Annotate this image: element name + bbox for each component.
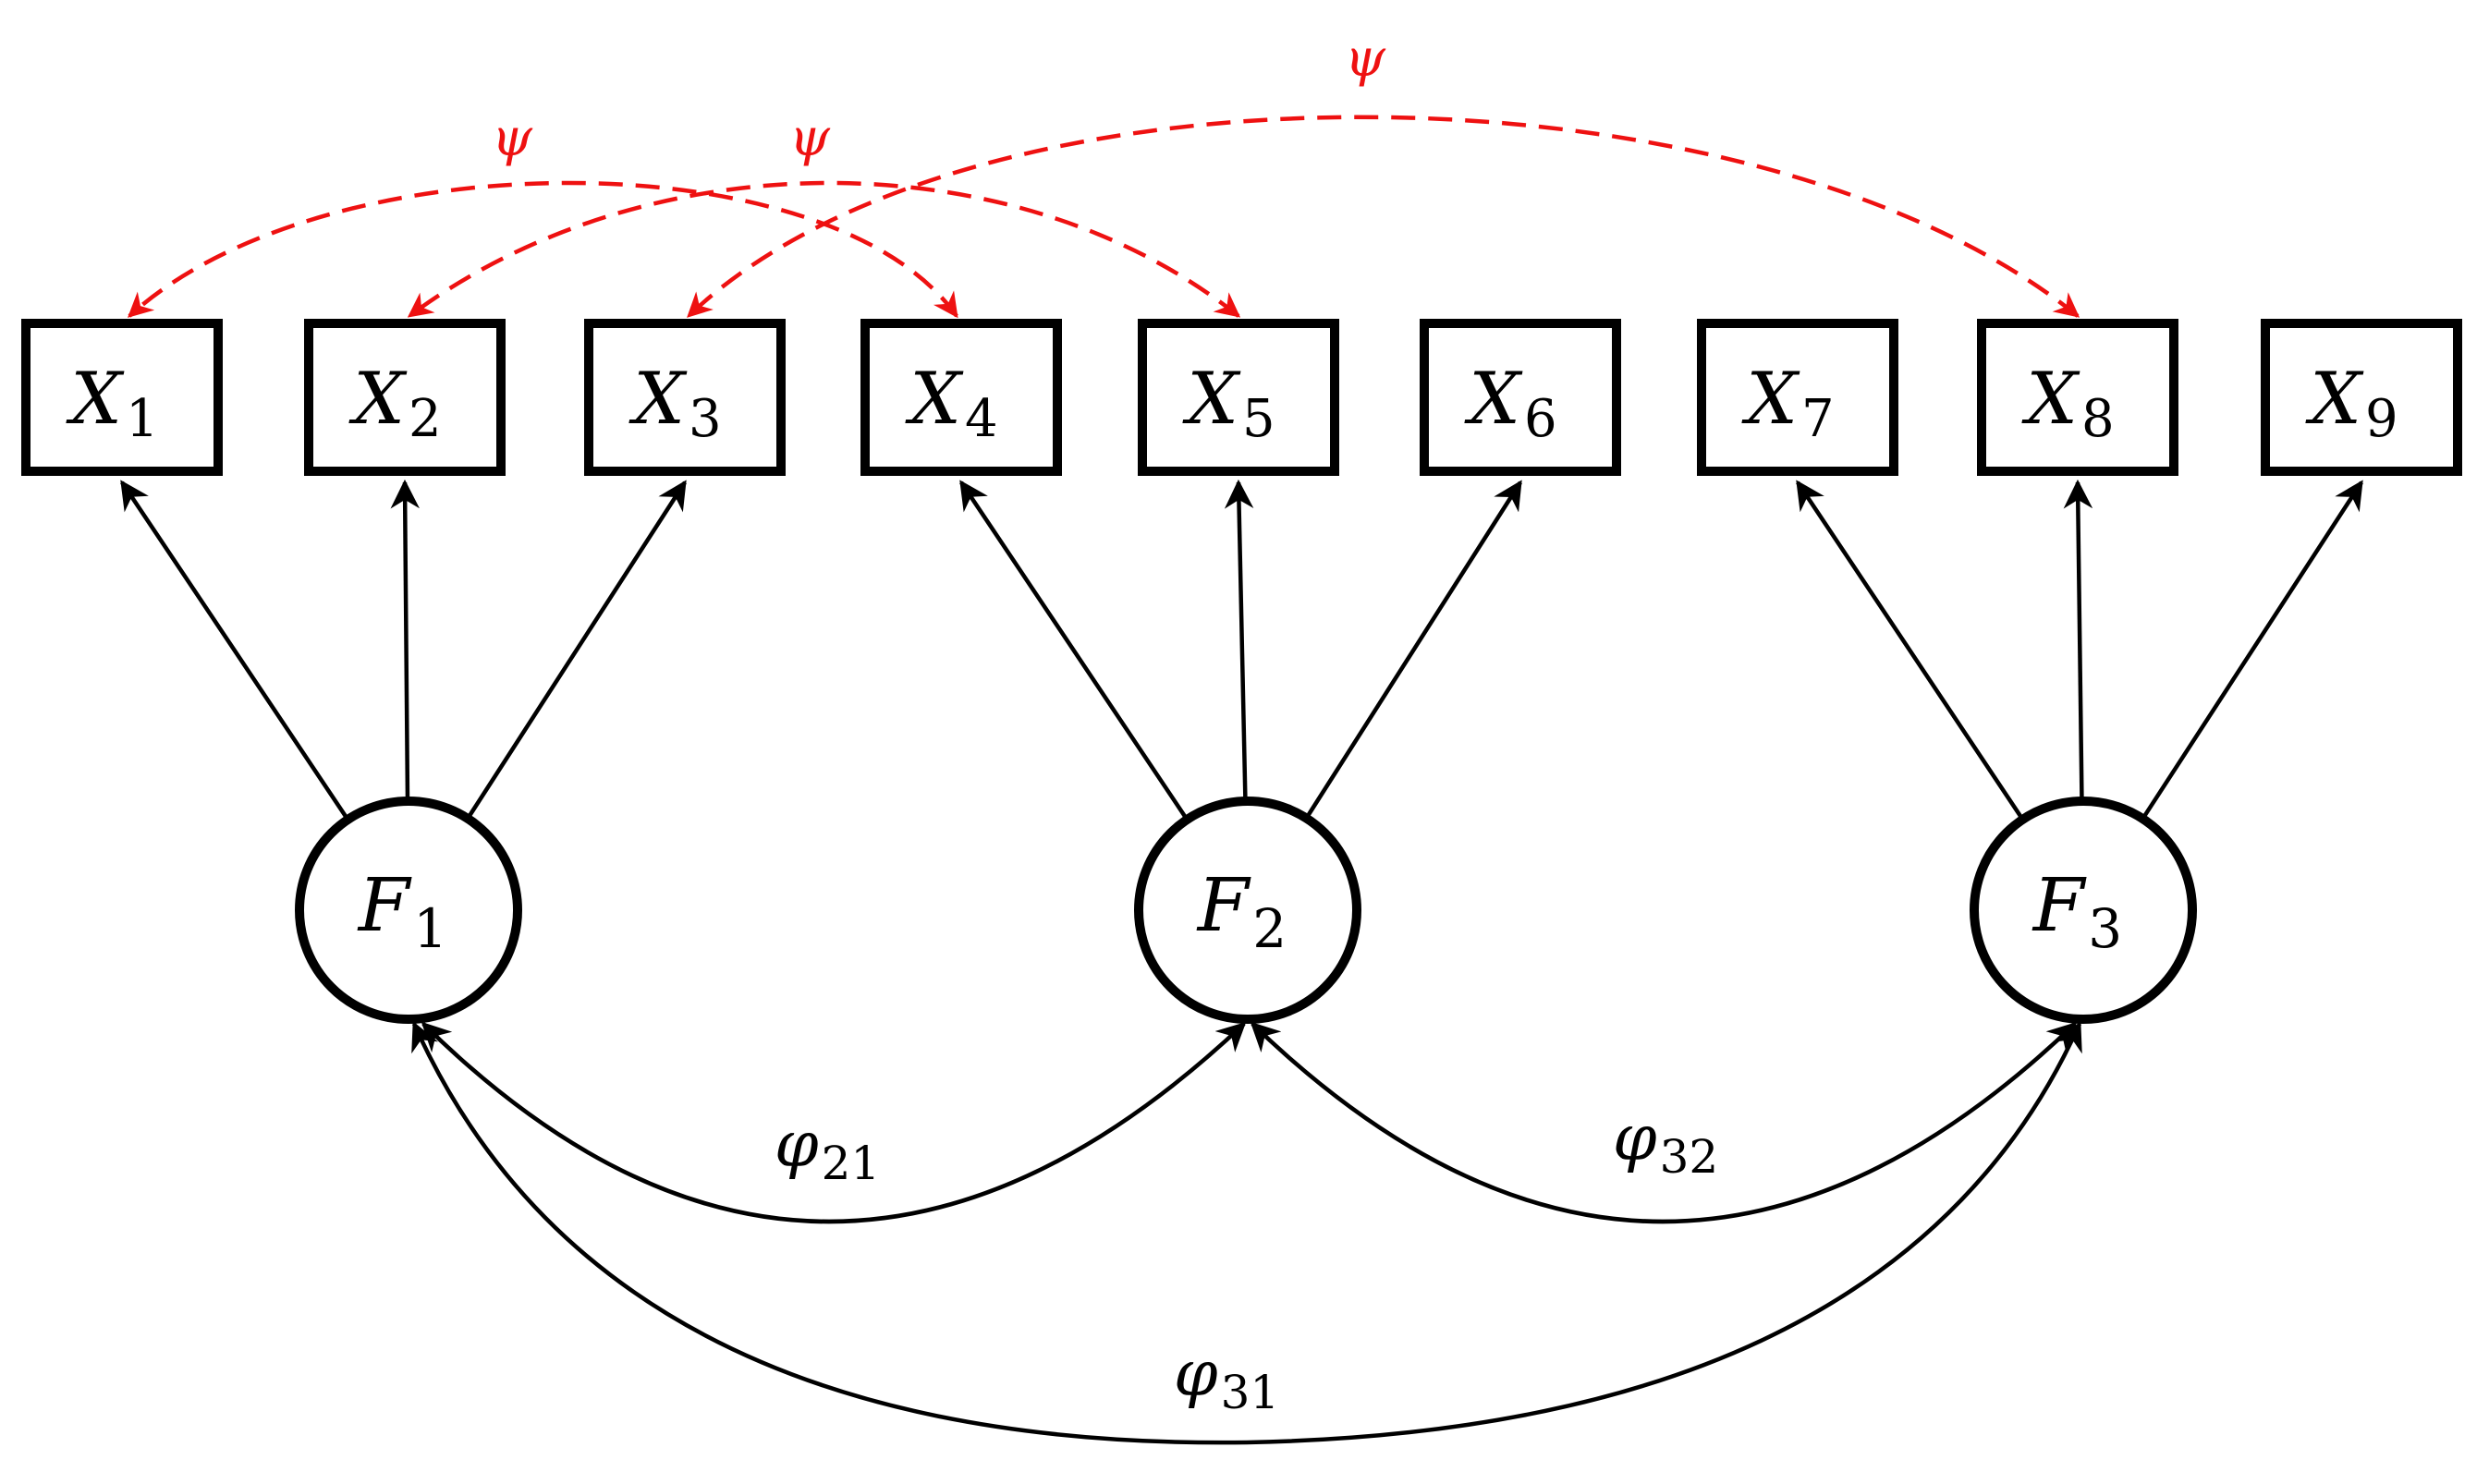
observed-node-x9: X9: [2261, 319, 2462, 476]
loading-arrow-f2-x6: [1304, 480, 1522, 820]
observed-label: X3: [628, 358, 721, 449]
loading-arrow-f3-x7: [1796, 480, 2025, 821]
loading-arrow-f2-x4: [959, 480, 1190, 821]
loading-arrow-f1-x2: [390, 479, 420, 802]
observed-label: X7: [1740, 358, 1834, 449]
covariance-label-phi32: φ32: [1613, 1102, 1718, 1184]
observed-box: [860, 319, 1062, 476]
observed-box: [1420, 319, 1621, 476]
observed-label: X8: [2020, 358, 2114, 449]
factor-node-f3: F3: [1970, 797, 2197, 1024]
factor-loadings: [120, 479, 2363, 821]
observed-node-x8: X8: [1977, 319, 2178, 476]
loading-arrow-f2-x5: [1224, 479, 1254, 802]
factor-node-f2: F2: [1134, 797, 1361, 1024]
covariance-path-phi31: [411, 1021, 2082, 1445]
observed-node-x3: X3: [584, 319, 786, 476]
observed-label: X2: [348, 358, 441, 449]
error-covariance-path-x2-x5: [407, 180, 1241, 318]
loading-arrow-f1-x3: [466, 480, 687, 821]
observed-label: X1: [65, 358, 158, 449]
factor-label: F3: [2031, 862, 2122, 960]
factor-circle: [295, 797, 522, 1024]
factor-node-f1: F1: [295, 797, 522, 1024]
covariance-path-phi21: [421, 1021, 1247, 1224]
observed-box: [584, 319, 786, 476]
observed-node-x6: X6: [1420, 319, 1621, 476]
observed-box: [1697, 319, 1898, 476]
observed-label: X6: [1463, 358, 1556, 449]
factor-covariances: φ21 φ32 φ31: [411, 1021, 2082, 1445]
observed-node-x4: X4: [860, 319, 1062, 476]
error-covariance-path-x1-x4: [128, 180, 958, 319]
factor-circle: [1970, 797, 2197, 1024]
observed-box: [1138, 319, 1339, 476]
observed-node-x1: X1: [21, 319, 223, 476]
latent-factors: F1 F2 F3: [295, 797, 2197, 1024]
error-covariance-label-x2-x5: ψ: [789, 108, 831, 168]
observed-box: [1977, 319, 2178, 476]
factor-circle: [1134, 797, 1361, 1024]
observed-variables: X1 X2 X3 X4 X5 X6 X7 X8 X9: [21, 319, 2462, 476]
observed-label: X5: [1181, 358, 1275, 449]
covariance-label-phi21: φ21: [775, 1109, 880, 1190]
covariance-label-phi31: φ31: [1174, 1338, 1279, 1419]
covariance-path-phi32: [1250, 1021, 2078, 1224]
observed-box: [21, 319, 223, 476]
factor-label: F1: [357, 862, 447, 960]
error-covariance-label-x1-x4: ψ: [492, 108, 533, 168]
loading-arrow-f1-x1: [120, 480, 350, 821]
observed-node-x2: X2: [304, 319, 506, 476]
observed-node-x7: X7: [1697, 319, 1898, 476]
error-covariance-path-x3-x8: [687, 115, 2080, 318]
factor-label: F2: [1196, 862, 1287, 960]
observed-label: X9: [2304, 358, 2397, 449]
error-covariances: ψ ψ ψ: [128, 29, 2080, 319]
error-covariance-label-x3-x8: ψ: [1345, 29, 1386, 89]
loading-arrow-f3-x9: [2141, 480, 2363, 821]
observed-label: X4: [904, 358, 997, 449]
observed-node-x5: X5: [1138, 319, 1339, 476]
loading-arrow-f3-x8: [2063, 479, 2093, 802]
observed-box: [2261, 319, 2462, 476]
observed-box: [304, 319, 506, 476]
